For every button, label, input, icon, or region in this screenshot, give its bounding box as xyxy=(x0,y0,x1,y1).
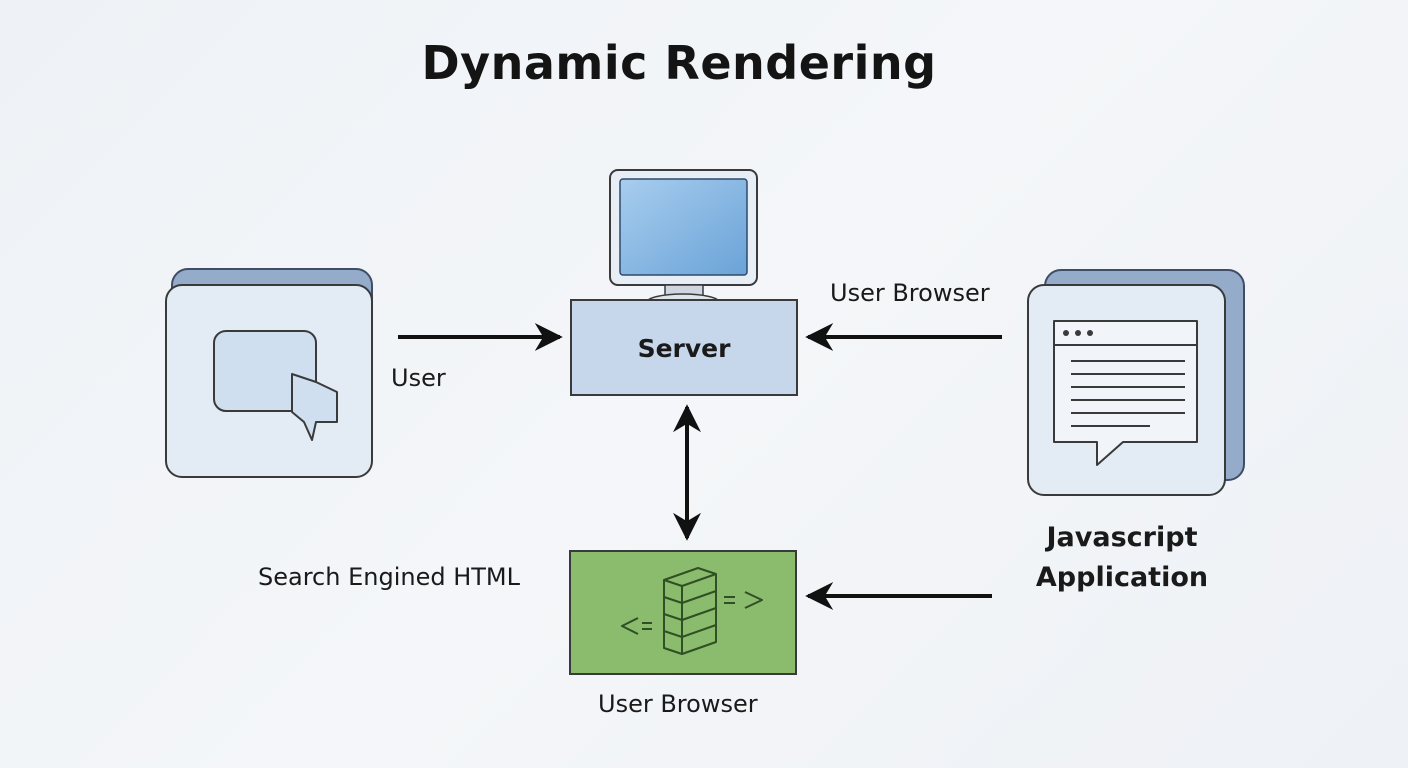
search-engine-html-label: Search Engined HTML xyxy=(258,563,520,591)
server-label: Server xyxy=(637,334,731,363)
javascript-application-label-line1: Javascript xyxy=(1046,522,1198,553)
server-box xyxy=(570,299,798,396)
browser-window-icon xyxy=(1053,320,1198,466)
diagram-title: Dynamic Rendering xyxy=(421,36,937,90)
code-stack-icon xyxy=(621,567,763,655)
user-label: User xyxy=(391,364,446,392)
user-card xyxy=(165,268,373,478)
monitor-icon xyxy=(609,169,758,311)
javascript-application-label: Javascript Application xyxy=(1012,518,1232,598)
chat-bubble-icon xyxy=(213,330,338,441)
user-browser-top-label: User Browser xyxy=(830,279,990,307)
javascript-application-label-line2: Application xyxy=(1035,562,1209,593)
user-browser-bottom-label: User Browser xyxy=(598,690,758,718)
javascript-application-card xyxy=(1027,269,1245,496)
